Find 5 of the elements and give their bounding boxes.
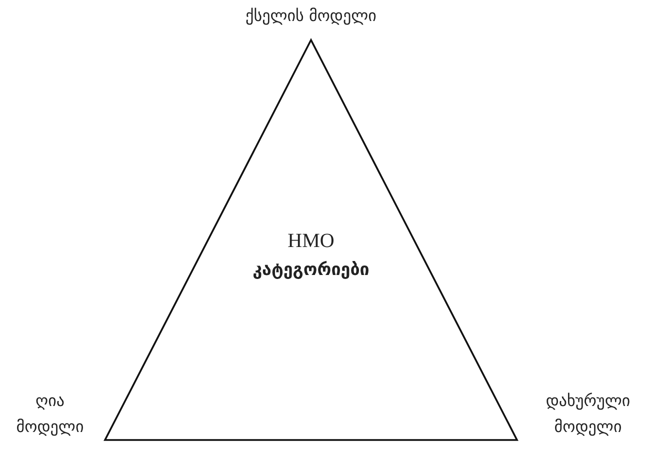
vertex-label: ქსელის მოდელი [244, 5, 378, 27]
triangle-title: HMO [286, 230, 336, 253]
triangle-subtitle: კატეგორიები [252, 260, 370, 280]
vertex-label: დახურული მოდელი [544, 390, 632, 438]
vertex-label: ღია მოდელი [15, 390, 85, 438]
